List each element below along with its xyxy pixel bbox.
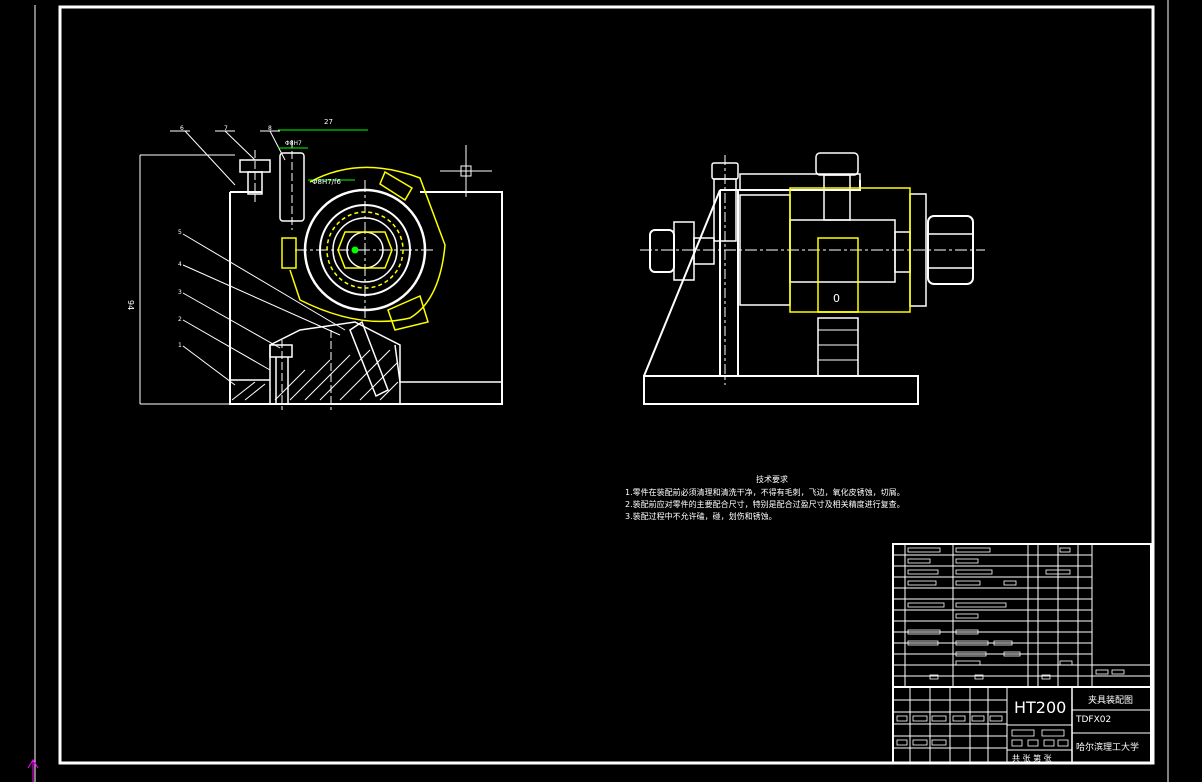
tech-requirement-line-2: 2.装配前应对零件的主要配合尺寸，特别是配合过盈尺寸及相关精度进行复查。 bbox=[625, 500, 905, 509]
balloon-3: 3 bbox=[178, 289, 182, 296]
dim-small-fit: Φ8H7 bbox=[285, 140, 302, 147]
balloon-8: 8 bbox=[268, 125, 272, 132]
side-view bbox=[640, 152, 985, 405]
balloon-4: 4 bbox=[178, 261, 182, 268]
drawing-code: TDFX02 bbox=[1075, 715, 1111, 725]
front-view-workpiece bbox=[281, 166, 446, 331]
balloon-7: 7 bbox=[224, 125, 228, 132]
sheet-frame bbox=[34, 0, 1169, 782]
ucs-axis-icon bbox=[27, 759, 39, 782]
parts-list-table bbox=[892, 543, 1152, 688]
title-block bbox=[892, 686, 1152, 764]
balloon-labels: 6 7 8 5 4 3 2 1 bbox=[178, 125, 272, 349]
front-view bbox=[139, 130, 503, 410]
balloon-2: 2 bbox=[178, 316, 182, 323]
crosshair-cursor-icon bbox=[440, 145, 492, 197]
sheet-info: 共 张 第 张 bbox=[1012, 753, 1052, 763]
material-label: HT200 bbox=[1014, 698, 1066, 717]
dim-height-left: 94 bbox=[126, 300, 135, 310]
drawing-name: 夹具装配图 bbox=[1088, 694, 1133, 706]
dim-fit-label: Φ8H7/f6 bbox=[312, 178, 342, 186]
tech-requirements-title: 技术要求 bbox=[756, 475, 788, 484]
balloon-6: 6 bbox=[180, 125, 184, 132]
dim-width-top: 27 bbox=[324, 118, 333, 126]
balloon-5: 5 bbox=[178, 229, 182, 236]
tech-requirement-line-1: 1.零件在装配前必须清理和清洗干净，不得有毛刺，飞边，氧化皮锈蚀，切屑。 bbox=[625, 488, 905, 497]
side-view-workpiece bbox=[789, 187, 911, 313]
side-view-center-mark: 0 bbox=[833, 292, 840, 305]
balloon-1: 1 bbox=[178, 342, 182, 349]
school-name: 哈尔滨理工大学 bbox=[1076, 741, 1139, 753]
front-view-dim-green bbox=[278, 129, 368, 254]
tech-requirement-line-3: 3.装配过程中不允许磕，碰，划伤和锈蚀。 bbox=[625, 512, 777, 521]
